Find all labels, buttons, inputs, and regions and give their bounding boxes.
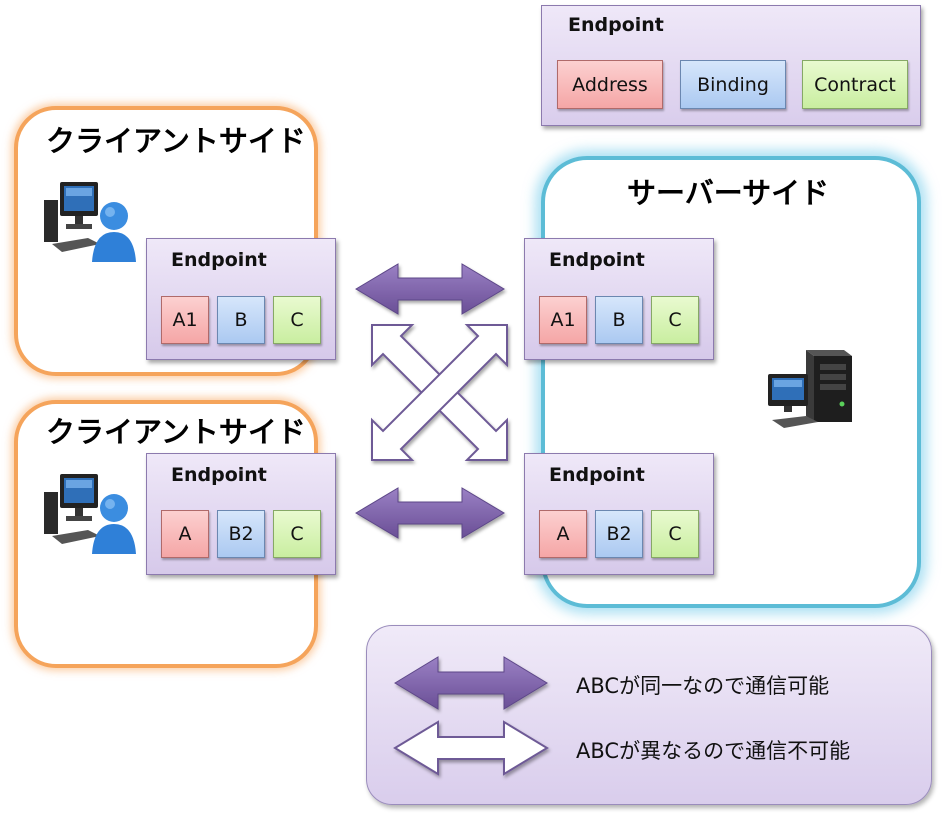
endpoint-legend-title: Endpoint — [568, 14, 664, 36]
client-zone-2-label: クライアントサイド — [46, 415, 306, 449]
server-zone-label: サーバーサイド — [627, 176, 830, 210]
legend-contract: Contract — [802, 60, 908, 109]
compatible-arrow-bottom — [355, 487, 505, 539]
client-2-address-chip: A — [161, 510, 209, 558]
server-2-endpoint-title: Endpoint — [549, 464, 645, 486]
key-compatible-arrow — [394, 656, 548, 710]
server-1-contract-chip: C — [651, 296, 699, 344]
client-1-binding-chip: B — [217, 296, 265, 344]
client-2-contract-chip: C — [273, 510, 321, 558]
user-computer-icon — [44, 474, 136, 554]
server-2-binding-chip: B2 — [595, 510, 643, 558]
compatible-arrow-top — [355, 263, 505, 315]
server-1-address-chip: A1 — [539, 296, 587, 344]
client-2-endpoint-title: Endpoint — [171, 464, 267, 486]
server-1-binding-chip: B — [595, 296, 643, 344]
client-zone-1-label: クライアントサイド — [46, 124, 306, 158]
legend-address: Address — [557, 60, 663, 109]
server-2-contract-chip: C — [651, 510, 699, 558]
key-compatible-label: ABCが同一なので通信可能 — [576, 674, 830, 698]
user-computer-icon — [44, 182, 136, 262]
client-2-binding-chip: B2 — [217, 510, 265, 558]
server-icon — [768, 350, 852, 428]
server-2-address-chip: A — [539, 510, 587, 558]
client-1-address-chip: A1 — [161, 296, 209, 344]
key-incompatible-arrow — [393, 720, 549, 776]
legend-binding: Binding — [680, 60, 786, 109]
server-1-endpoint-title: Endpoint — [549, 249, 645, 271]
incompatible-arrows-cross — [371, 324, 508, 461]
client-1-contract-chip: C — [273, 296, 321, 344]
arrow-key — [366, 625, 932, 805]
key-incompatible-label: ABCが異なるので通信不可能 — [576, 739, 851, 763]
client-1-endpoint-title: Endpoint — [171, 249, 267, 271]
